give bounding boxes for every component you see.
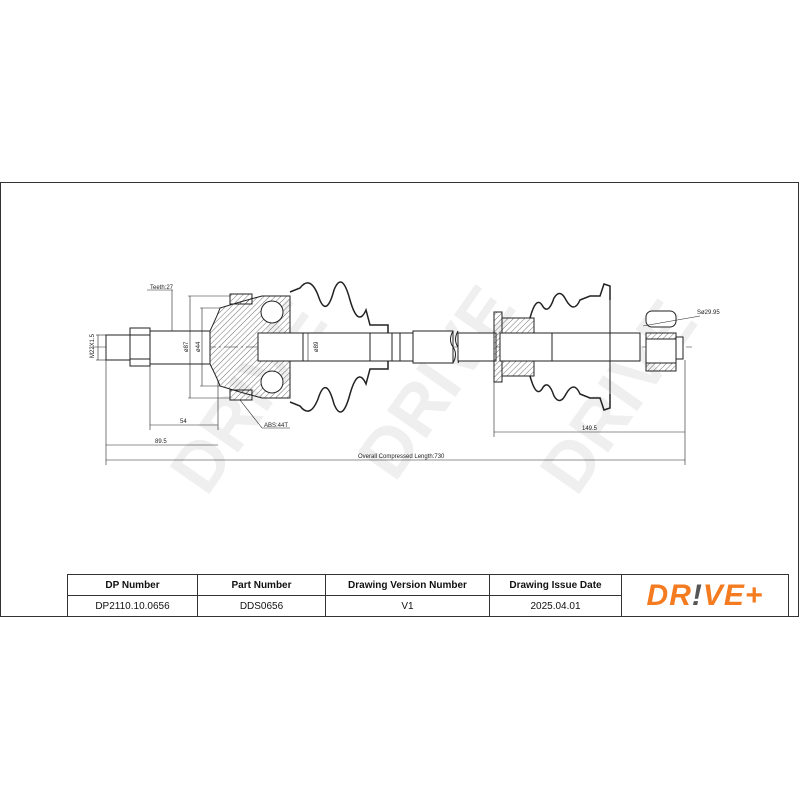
drive-plus-logo: DR!VE+ xyxy=(646,579,764,612)
shaft-right xyxy=(499,332,641,362)
outer-boot-bottom xyxy=(289,361,389,413)
dim-149-5: 149.5 xyxy=(582,426,598,432)
ball-bottom xyxy=(260,370,284,394)
value-version: V1 xyxy=(325,595,490,617)
sphere-label: Sø29.95 xyxy=(697,310,720,316)
abs-ring-top xyxy=(229,293,253,305)
dia-89-label: ø89 xyxy=(314,341,320,352)
shaft-middle xyxy=(457,332,497,362)
outer-boot-top xyxy=(289,281,389,333)
header-issue-date: Drawing Issue Date xyxy=(489,574,622,596)
overall-length: Overall Compressed Length:730 xyxy=(358,454,445,460)
ball-top xyxy=(260,300,284,324)
svg-text:DRIVE: DRIVE xyxy=(525,286,712,506)
dim-54: 54 xyxy=(180,419,187,425)
tripod-roller xyxy=(645,310,677,328)
thread-label: M22X1.5 xyxy=(90,333,96,358)
header-part-number: Part Number xyxy=(197,574,326,596)
abs-ring-bottom xyxy=(229,389,253,401)
title-block: DP Number Part Number Drawing Version Nu… xyxy=(67,574,789,617)
abs-label: ABS:44T xyxy=(264,423,288,429)
header-dp-number: DP Number xyxy=(67,574,198,596)
thread-end xyxy=(105,334,131,361)
inner-boot-top xyxy=(529,283,611,319)
damper xyxy=(412,330,454,364)
dia-87-label: ø87 xyxy=(184,341,190,352)
nut xyxy=(129,327,151,367)
value-part-number: DDS0656 xyxy=(197,595,326,617)
drawing-frame xyxy=(0,182,799,617)
value-dp-number: DP2110.10.0656 xyxy=(67,595,198,617)
shaft-left xyxy=(302,332,414,362)
inner-boot-bottom xyxy=(529,375,611,411)
teeth-label: Teeth:27 xyxy=(150,285,174,291)
dia-44-label: ø44 xyxy=(196,341,202,352)
header-version: Drawing Version Number xyxy=(325,574,490,596)
dim-89-5: 89.5 xyxy=(155,439,167,445)
bearing-top xyxy=(501,317,535,335)
value-issue-date: 2025.04.01 xyxy=(489,595,622,617)
bearing-bottom xyxy=(501,359,535,377)
